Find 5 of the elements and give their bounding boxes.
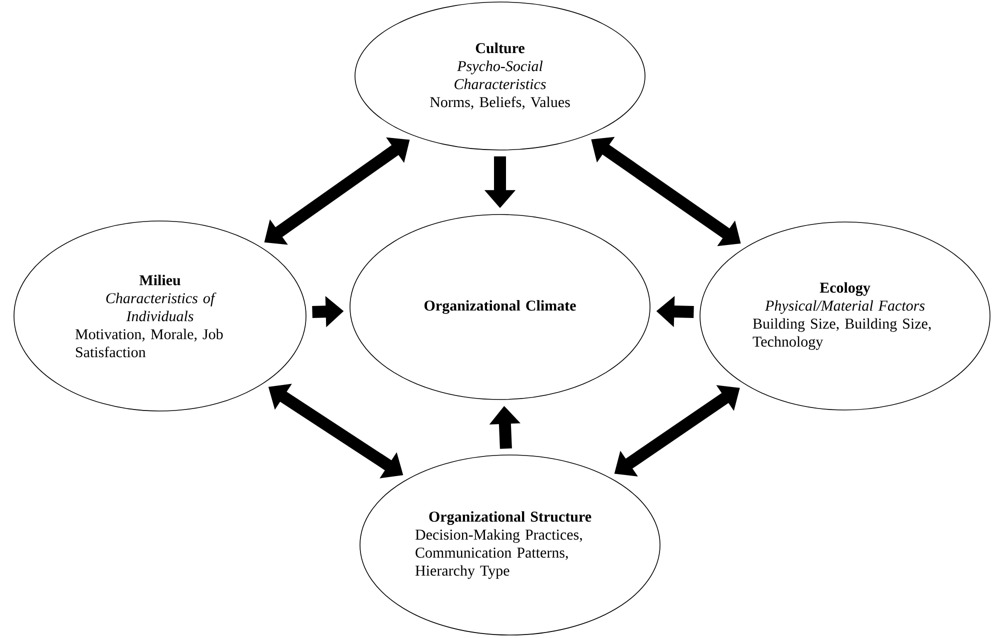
ellipse-node: Organizational Structure Decision-Making Practices, Communication Patterns, Hierarchy Type (360, 454, 660, 636)
ellipse-node: Culture Psycho-Social Characteristics Norms, Beliefs, Values (354, 2, 646, 150)
ellipse-node: Ecology Physical/Material Factors Building Size, Building Size, Technology (700, 222, 990, 410)
ellipse-node: Milieu Characteristics of Individuals Motivation, Morale, Job Satisfaction (14, 220, 306, 412)
ellipse-node: Organizational Climate (350, 214, 650, 400)
